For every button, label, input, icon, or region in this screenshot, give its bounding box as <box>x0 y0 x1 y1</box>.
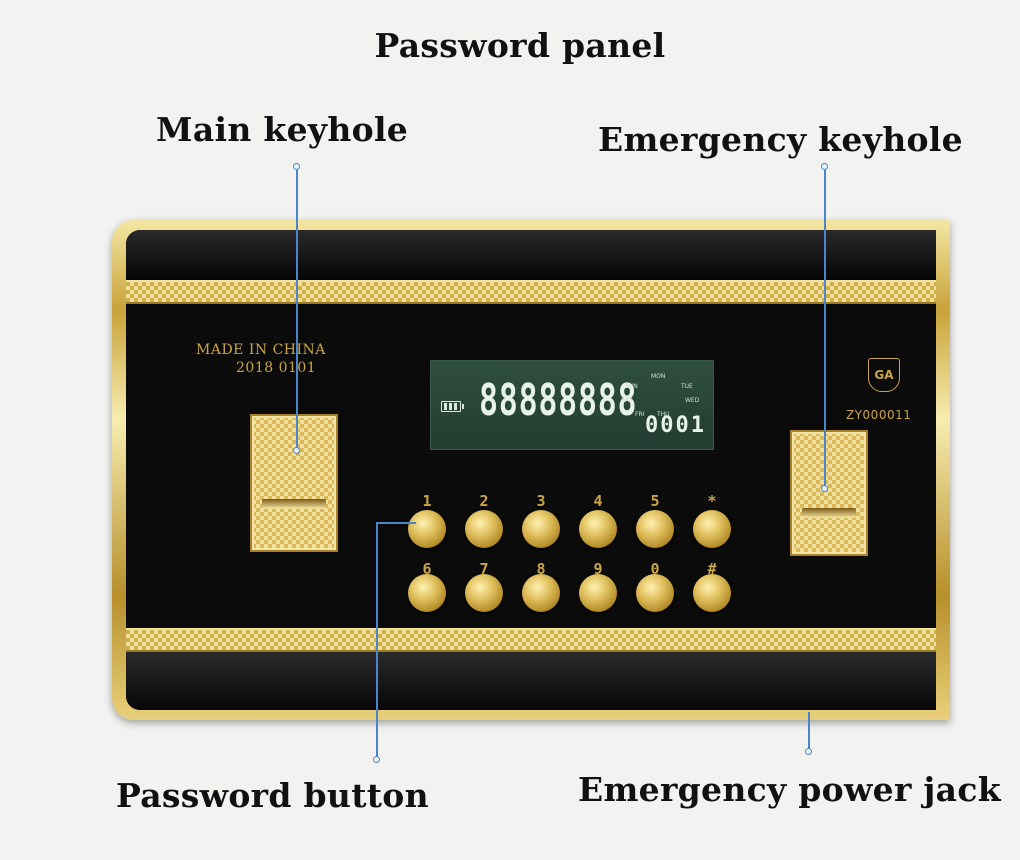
password-button[interactable] <box>579 510 617 548</box>
password-button[interactable] <box>522 574 560 612</box>
label-password-button: Password button <box>116 776 429 815</box>
lcd-weekday: SUN <box>625 383 638 390</box>
keyhole-slot <box>802 507 856 518</box>
key-label: 2 <box>479 492 489 510</box>
key-label: 5 <box>650 492 660 510</box>
key-label: 6 <box>422 560 432 578</box>
lcd-weekday: SAT <box>621 397 633 404</box>
password-button[interactable] <box>693 510 731 548</box>
key-label: 7 <box>479 560 489 578</box>
safe-panel: MADE IN CHINA 2018 0101 88888888 MON SUN… <box>112 220 950 720</box>
key-label: 0 <box>650 560 660 578</box>
leader-dot <box>821 485 828 492</box>
leader-dot <box>821 163 828 170</box>
bottom-gold-band <box>126 628 936 652</box>
top-gloss-strip <box>126 230 936 280</box>
leader-power-jack <box>808 712 810 752</box>
leader-password-button-h <box>376 522 416 524</box>
leader-dot <box>373 756 380 763</box>
lcd-weekday: WED <box>685 397 700 404</box>
leader-main-keyhole <box>296 170 298 453</box>
panel-face: MADE IN CHINA 2018 0101 88888888 MON SUN… <box>126 230 936 710</box>
password-button[interactable] <box>522 510 560 548</box>
lcd-main-digits: 88888888 <box>479 375 638 426</box>
password-button[interactable] <box>636 574 674 612</box>
leader-password-button <box>376 523 378 758</box>
label-main-keyhole: Main keyhole <box>156 110 409 149</box>
key-label: 4 <box>593 492 603 510</box>
password-button[interactable] <box>579 574 617 612</box>
password-button[interactable] <box>636 510 674 548</box>
made-in-text: MADE IN CHINA <box>196 342 326 358</box>
ga-shield-icon: GA <box>868 358 900 392</box>
lcd-display: 88888888 MON SUN TUE SAT WED FRI THU 000… <box>430 360 714 450</box>
key-label: # <box>707 560 717 578</box>
password-button[interactable] <box>465 510 503 548</box>
key-label: 1 <box>422 492 432 510</box>
main-keyhole[interactable] <box>250 414 338 552</box>
password-button[interactable] <box>408 510 446 548</box>
lcd-weekday: TUE <box>681 383 693 390</box>
lcd-weekday: MON <box>651 373 666 380</box>
battery-icon <box>441 401 464 412</box>
emergency-keyhole[interactable] <box>790 430 868 556</box>
password-button[interactable] <box>408 574 446 612</box>
serial-number: ZY000011 <box>846 408 912 422</box>
label-emergency-power-jack: Emergency power jack <box>578 770 1001 809</box>
diagram-title: Password panel <box>374 26 666 65</box>
date-text: 2018 0101 <box>236 360 317 376</box>
leader-dot <box>293 447 300 454</box>
lcd-weekday: THU <box>657 411 670 418</box>
password-button[interactable] <box>465 574 503 612</box>
key-label: * <box>707 492 717 510</box>
leader-dot <box>805 748 812 755</box>
top-gold-band <box>126 280 936 304</box>
label-emergency-keyhole: Emergency keyhole <box>598 120 963 159</box>
lcd-small-digits: 0001 <box>645 413 706 438</box>
leader-emergency-keyhole <box>824 170 826 490</box>
keyhole-slot <box>262 499 326 510</box>
key-label: 3 <box>536 492 546 510</box>
lcd-weekday: FRI <box>635 411 645 418</box>
bottom-gloss-strip <box>126 652 936 710</box>
leader-dot <box>293 163 300 170</box>
key-label: 9 <box>593 560 603 578</box>
key-label: 8 <box>536 560 546 578</box>
password-button[interactable] <box>693 574 731 612</box>
